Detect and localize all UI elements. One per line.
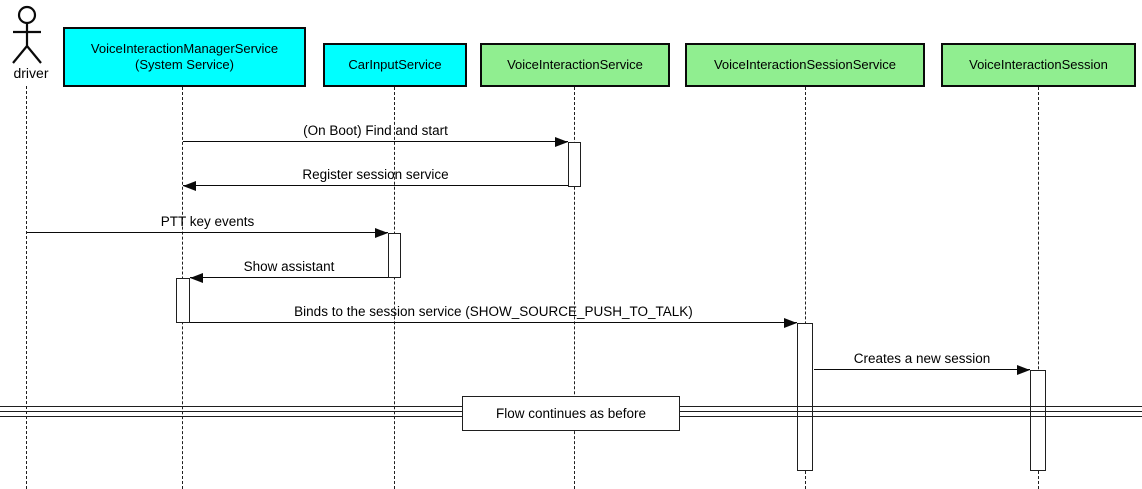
message-label: PTT key events — [160, 214, 255, 229]
message-line — [190, 321, 797, 323]
lifeline-driver — [26, 86, 27, 489]
message-line — [27, 231, 388, 233]
divider-label-box: Flow continues as before — [462, 396, 680, 431]
activation-voice-interaction-service — [568, 142, 581, 187]
message-label: Show assistant — [243, 259, 335, 274]
message-ptt-key-events: PTT key events — [27, 208, 388, 238]
message-register-session-service: Register session service — [183, 161, 568, 191]
message-label: Creates a new session — [853, 351, 991, 366]
arrowhead-right-icon — [555, 136, 568, 147]
participant-voice-interaction-manager-service: VoiceInteractionManagerService (System S… — [63, 27, 306, 87]
arrowhead-left-icon — [190, 272, 203, 283]
actor-driver: driver — [8, 4, 49, 88]
lifeline-voice-interaction-service — [574, 87, 575, 489]
actor-label: driver — [13, 65, 49, 81]
message-line — [183, 140, 568, 142]
activation-car-input-service — [388, 233, 401, 278]
message-binds-to-session-service: Binds to the session service (SHOW_SOURC… — [190, 298, 797, 328]
activation-voice-interaction-session — [1030, 370, 1046, 471]
actor-person-icon — [12, 5, 42, 64]
participant-car-input-service: CarInputService — [323, 43, 467, 87]
message-on-boot-find-and-start: (On Boot) Find and start — [183, 117, 568, 147]
participant-voice-interaction-service: VoiceInteractionService — [480, 43, 670, 87]
lifeline-car-input-service — [394, 87, 395, 489]
message-label: (On Boot) Find and start — [303, 123, 448, 138]
participant-voice-interaction-session: VoiceInteractionSession — [941, 43, 1136, 87]
message-label: Binds to the session service (SHOW_SOURC… — [294, 304, 693, 319]
lifeline-voice-interaction-session-service — [805, 87, 806, 489]
arrowhead-right-icon — [1017, 364, 1030, 375]
message-show-assistant: Show assistant — [190, 253, 388, 283]
message-line — [814, 368, 1030, 370]
arrowhead-right-icon — [375, 227, 388, 238]
arrowhead-left-icon — [183, 180, 196, 191]
message-creates-new-session: Creates a new session — [814, 345, 1030, 375]
lifeline-voice-interaction-session — [1038, 87, 1039, 489]
arrowhead-right-icon — [784, 317, 797, 328]
participant-voice-interaction-session-service: VoiceInteractionSessionService — [685, 43, 925, 87]
message-line — [183, 184, 568, 186]
activation-voice-interaction-session-service — [797, 323, 813, 471]
message-line — [190, 276, 388, 278]
activation-voice-interaction-manager-service — [176, 278, 190, 323]
message-label: Register session service — [302, 167, 449, 182]
